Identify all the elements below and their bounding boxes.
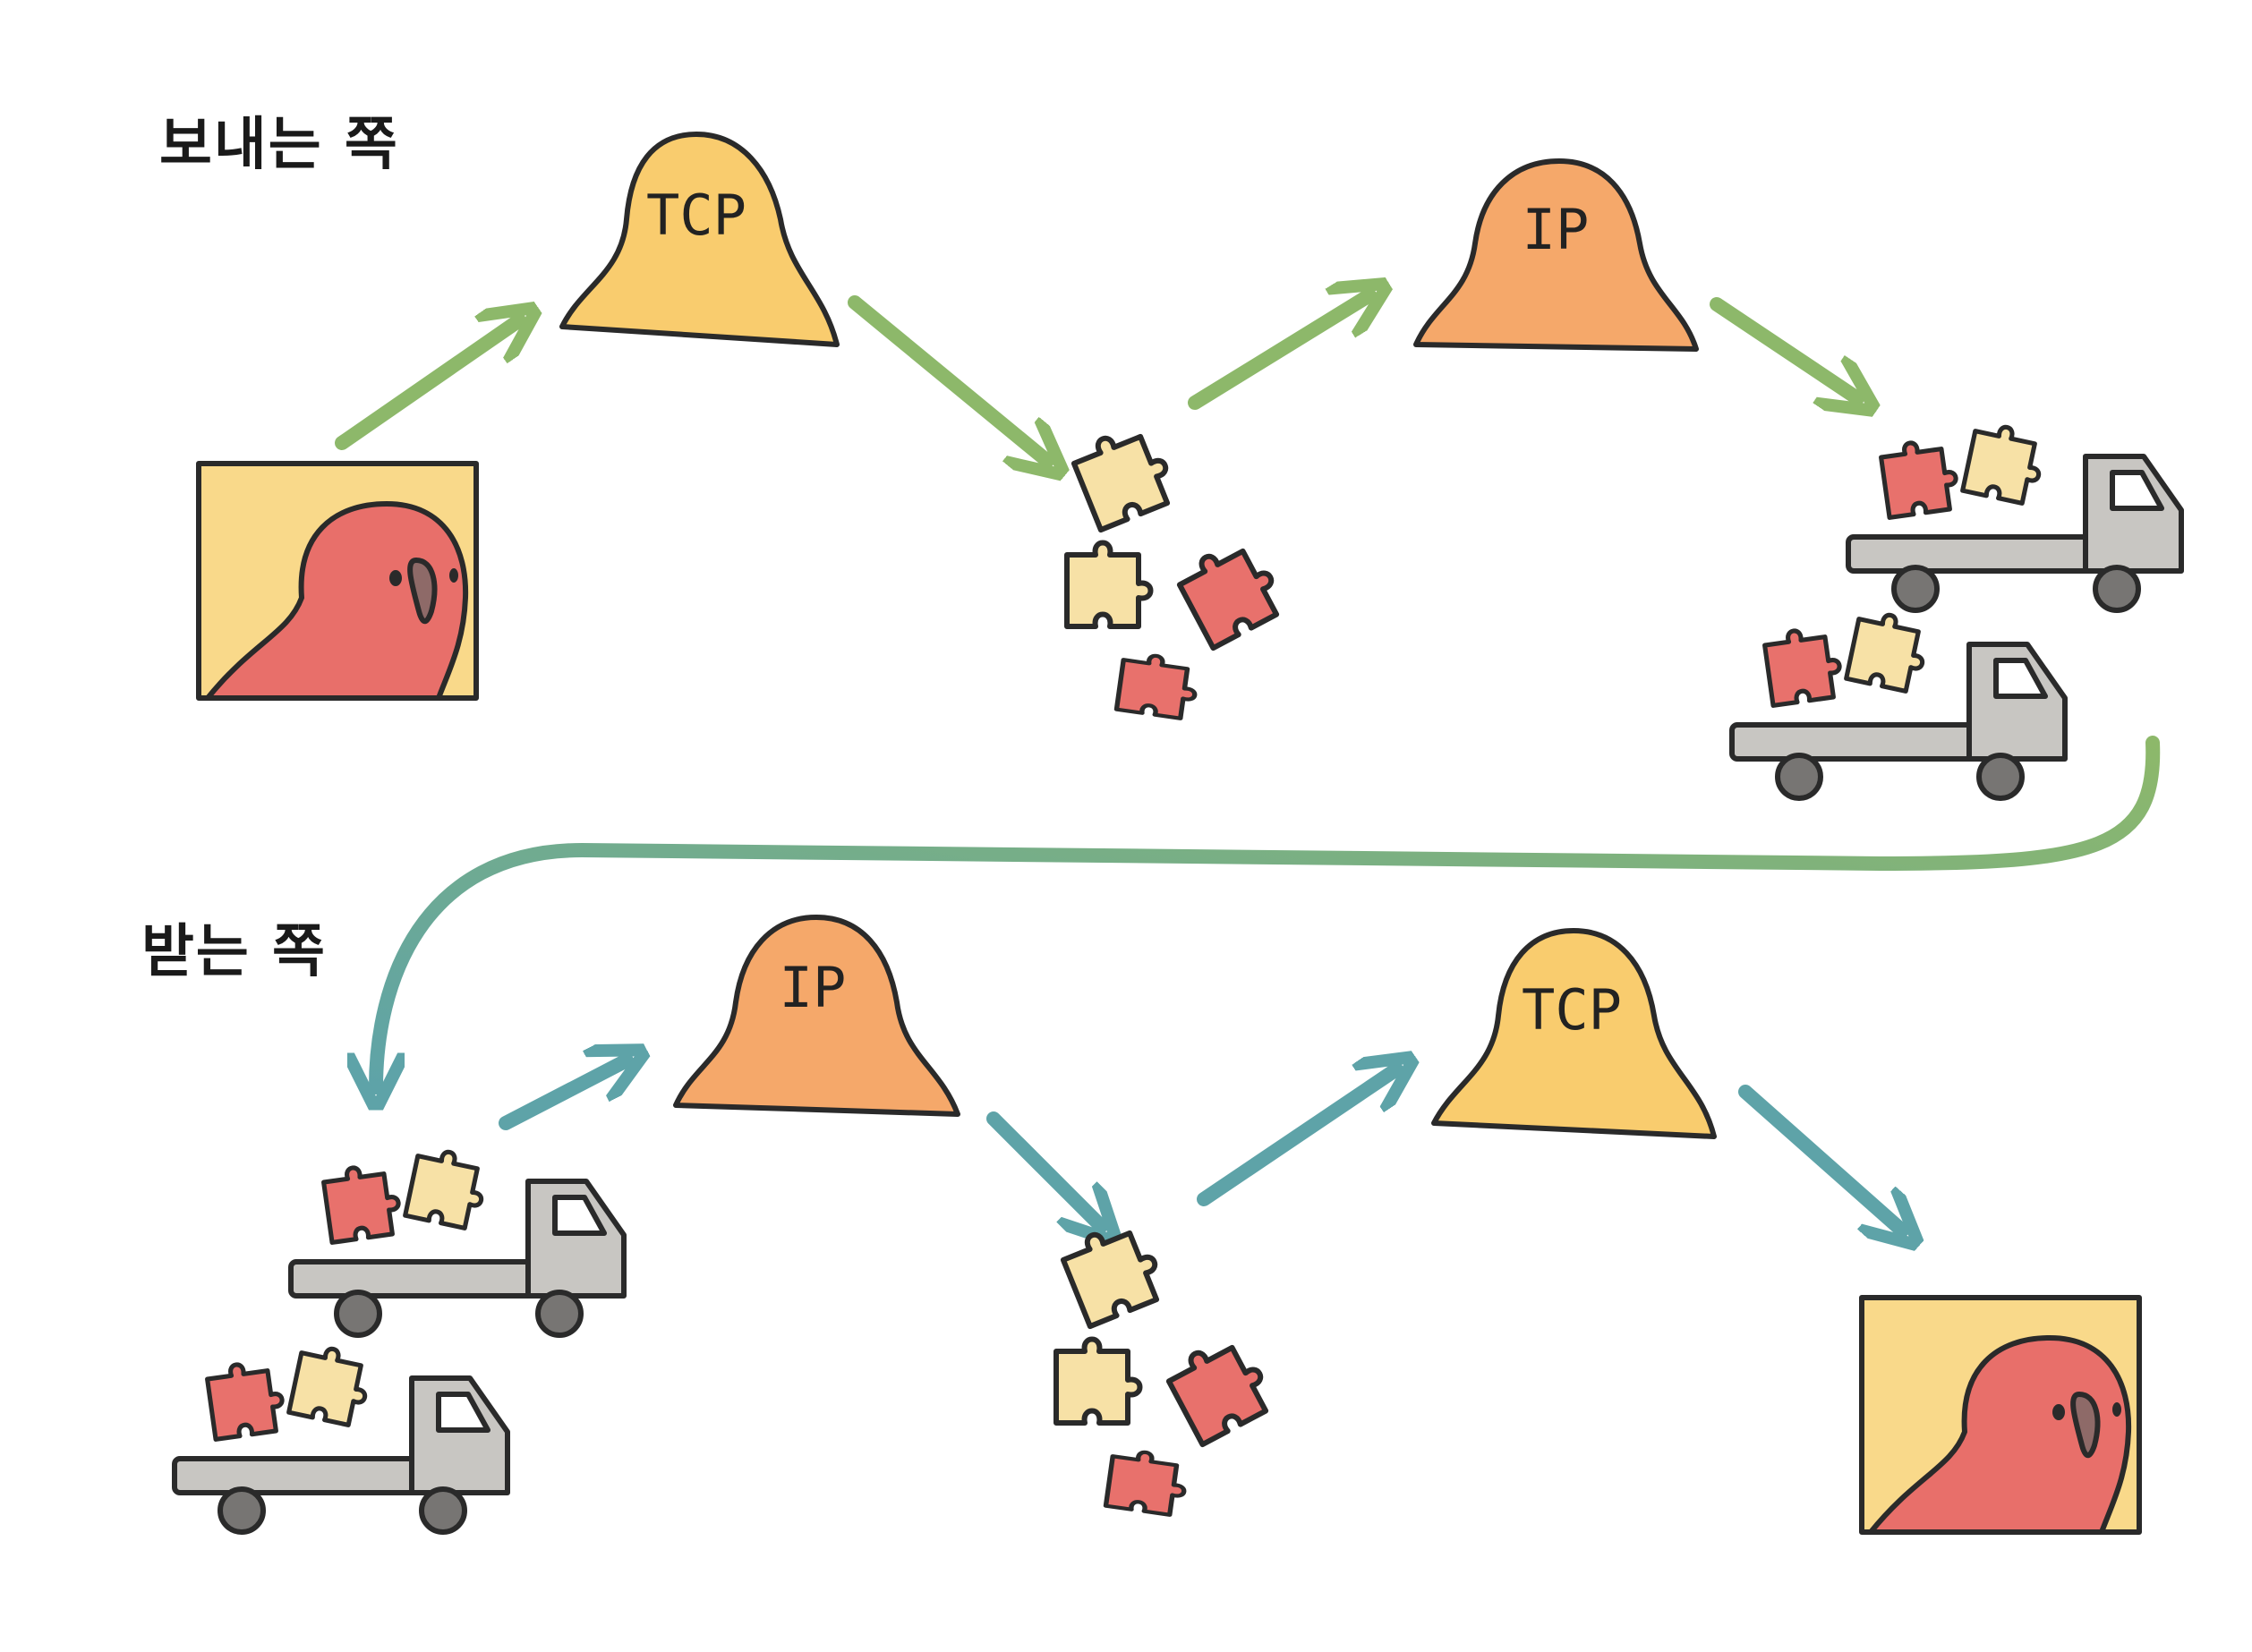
sender-image-frame bbox=[199, 464, 476, 698]
arrow-sender-2 bbox=[848, 295, 1047, 461]
arrow-sender-1 bbox=[335, 320, 519, 450]
arrow-sender-4 bbox=[1710, 297, 1857, 398]
arrow-receiver-4 bbox=[1738, 1085, 1902, 1230]
ip-label-receiver: IP bbox=[780, 955, 847, 1020]
arrow-receiver-3 bbox=[1197, 1069, 1396, 1206]
ip-bell-sender: IP bbox=[1413, 158, 1699, 352]
receiver-label: 받는 쪽 bbox=[141, 919, 327, 985]
receiver-truck-2 bbox=[175, 1342, 508, 1532]
arrow-sender-3 bbox=[1188, 295, 1369, 410]
arrow-receiver-1 bbox=[499, 1060, 627, 1130]
tcp-label-sender: TCP bbox=[646, 183, 746, 248]
sender-packet-pile bbox=[1067, 421, 1287, 720]
sender-truck-2 bbox=[1732, 609, 2065, 798]
arrow-network-transfer bbox=[376, 736, 2161, 1087]
tcp-label-receiver: TCP bbox=[1522, 977, 1622, 1043]
ip-bell-receiver: IP bbox=[673, 915, 960, 1117]
receiver-packet-pile bbox=[1056, 1217, 1276, 1516]
tcp-bell-sender: TCP bbox=[559, 132, 840, 347]
sender-truck-1 bbox=[1848, 421, 2181, 610]
arrow-receiver-2 bbox=[986, 1111, 1101, 1226]
tcp-bell-receiver: TCP bbox=[1431, 928, 1717, 1139]
receiver-image-frame bbox=[1862, 1298, 2139, 1532]
sender-label: 보내는 쪽 bbox=[159, 112, 399, 178]
ip-label-sender: IP bbox=[1523, 197, 1590, 262]
receiver-truck-1 bbox=[291, 1145, 624, 1335]
